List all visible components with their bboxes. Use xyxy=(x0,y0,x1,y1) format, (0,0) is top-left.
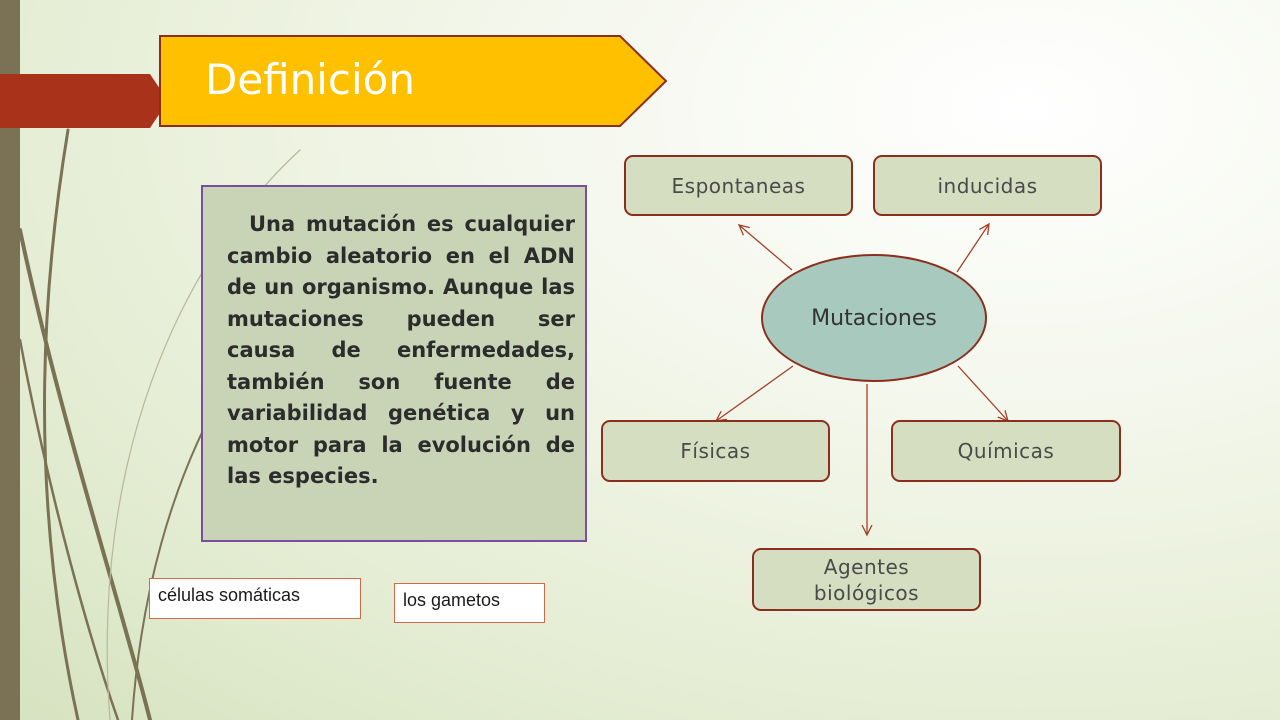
arrow-to-quimicas xyxy=(957,365,1008,421)
slide-title: Definición xyxy=(205,55,415,104)
arrow-to-inducidas xyxy=(956,224,989,273)
node-inducidas: inducidas xyxy=(873,155,1102,216)
red-tab-shape xyxy=(0,74,168,128)
definition-box: Una mutación es cualquier cambio aleator… xyxy=(201,185,587,542)
node-agentes-biologicos: Agentes biológicos xyxy=(752,548,981,611)
node-mutaciones: Mutaciones xyxy=(761,254,987,382)
arrow-to-espontaneas xyxy=(739,225,793,271)
left-accent-bar xyxy=(0,0,20,720)
gametes-label: los gametos xyxy=(394,583,545,623)
node-quimicas: Químicas xyxy=(891,420,1121,482)
arrow-to-fisicas xyxy=(716,365,794,421)
somatic-cells-label: células somáticas xyxy=(149,578,361,619)
definition-text: Una mutación es cualquier cambio aleator… xyxy=(227,212,575,488)
title-banner xyxy=(159,35,668,127)
node-espontaneas: Espontaneas xyxy=(624,155,853,216)
node-fisicas: Físicas xyxy=(601,420,830,482)
